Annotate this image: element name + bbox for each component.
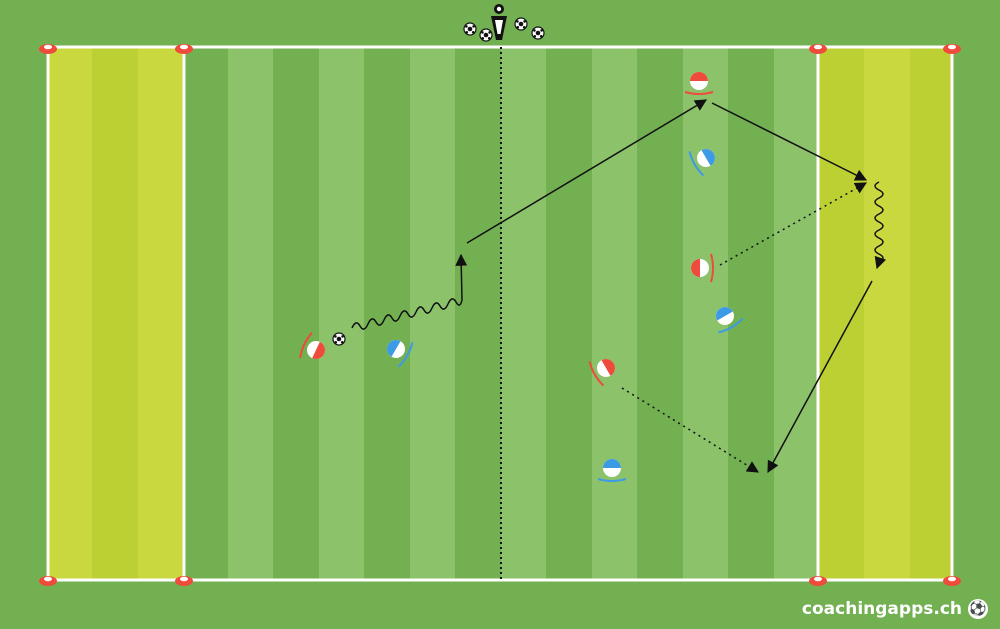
cone-icon [809,44,827,54]
left-end-zone [48,47,184,580]
run-arrow-1 [719,182,868,266]
movement-arrows [351,99,887,474]
soccer-ball-icon [332,332,346,346]
soccer-ball-icon [514,17,528,31]
soccer-ball-logo-icon: ⚽ [968,599,988,619]
pass-arrow-3 [767,280,873,474]
cone-icon [39,44,57,54]
coach-icon [491,4,507,40]
red-player-2 [684,72,714,95]
grass-stripes [228,47,818,580]
red-player-4 [588,359,615,387]
players [299,72,744,482]
pass-arrow-1 [466,99,708,244]
cone-icon [39,576,57,586]
cone-icon [943,576,961,586]
right-end-zone [818,47,952,580]
blue-player-3 [716,307,744,334]
cone-icon [175,44,193,54]
cone-icon [175,576,193,586]
red-player-1 [299,332,325,359]
soccer-ball-icon [479,28,493,42]
coach-station [463,4,545,42]
soccer-ball-icon [463,22,477,36]
watermark-text: coachingapps.ch [801,599,962,619]
cone-icon [809,576,827,586]
dribble-arrow-2 [874,181,887,270]
blue-player-1 [387,340,414,368]
dribble-arrow-1 [351,253,468,330]
blue-player-2 [688,149,715,177]
cones [39,44,961,586]
blue-player-4 [597,459,627,482]
pass-arrow-2 [711,102,868,181]
watermark: coachingapps.ch ⚽ [802,599,988,619]
run-arrow-2 [621,387,760,473]
red-player-3 [691,253,714,283]
cone-icon [943,44,961,54]
soccer-ball-icon [531,26,545,40]
